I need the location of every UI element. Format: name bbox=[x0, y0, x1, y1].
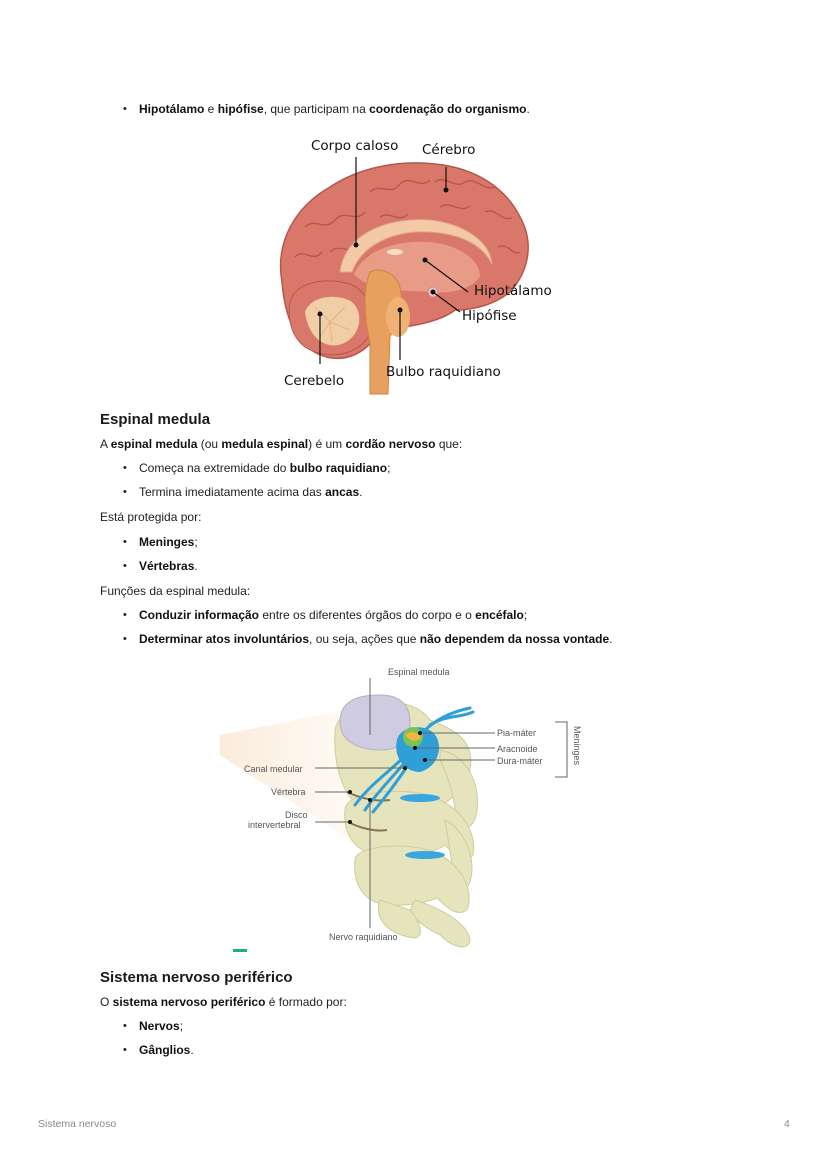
text: ; bbox=[179, 1019, 184, 1033]
text: ) é um bbox=[308, 437, 346, 451]
function-bullet-2: Determinar atos involuntários, ou seja, … bbox=[123, 631, 613, 647]
label-vertebra: Vértebra bbox=[271, 787, 306, 797]
rich-text: Conduzir informação entre os diferentes … bbox=[139, 608, 527, 622]
bold-text: encéfalo bbox=[475, 608, 524, 622]
spine-figure: Espinal medula Pia-máter Aracnoide Dura-… bbox=[215, 660, 595, 955]
snp-bullet-2: Gânglios. bbox=[123, 1042, 194, 1058]
functions-intro: Funções da espinal medula: bbox=[100, 584, 251, 598]
bold-text: sistema nervoso periférico bbox=[112, 995, 266, 1009]
rich-text: Nervos; bbox=[139, 1019, 183, 1033]
bold-text: coordenação do organismo bbox=[369, 102, 527, 116]
bold-text: Meninges bbox=[139, 535, 195, 549]
label-cerebelo: Cerebelo bbox=[284, 373, 345, 389]
label-meninges: Meninges bbox=[572, 726, 582, 766]
label-corpo-caloso: Corpo caloso bbox=[311, 138, 399, 154]
label-canal-medular: Canal medular bbox=[244, 764, 303, 774]
trait-bullet-1: Começa na extremidade do bulbo raquidian… bbox=[123, 460, 390, 476]
brain-illustration bbox=[279, 157, 529, 395]
label-cerebro: Cérebro bbox=[422, 142, 476, 158]
brain-figure: Corpo caloso Cérebro Hipotálamo Hipófise… bbox=[270, 132, 560, 397]
text: entre os diferentes órgãos do corpo e o bbox=[259, 608, 476, 622]
text: é formado por: bbox=[265, 995, 347, 1009]
label-hipotalamo: Hipotálamo bbox=[474, 283, 552, 299]
text: . bbox=[609, 632, 613, 646]
snp-bullet-1: Nervos; bbox=[123, 1018, 183, 1034]
bold-text: ancas bbox=[325, 485, 360, 499]
text: ; bbox=[387, 461, 391, 475]
label-pia-mater: Pia-máter bbox=[497, 728, 537, 738]
function-bullet-1: Conduzir informação entre os diferentes … bbox=[123, 607, 527, 623]
trait-bullet-2: Termina imediatamente acima das ancas. bbox=[123, 484, 362, 500]
espinal-medula-intro: A espinal medula (ou medula espinal) é u… bbox=[100, 436, 462, 452]
section-heading-espinal-medula: Espinal medula bbox=[100, 411, 211, 428]
text: A bbox=[100, 437, 111, 451]
protected-intro: Está protegida por: bbox=[100, 510, 202, 524]
text: . bbox=[526, 102, 530, 116]
rich-text: Hipotálamo e hipófise, que participam na… bbox=[139, 102, 530, 116]
text: . bbox=[359, 485, 363, 499]
label-hipofise: Hipófise bbox=[462, 308, 517, 324]
bold-text: hipófise bbox=[217, 102, 264, 116]
bold-text: cordão nervoso bbox=[345, 437, 436, 451]
protected-bullet-2: Vértebras. bbox=[123, 558, 198, 574]
protected-bullet-1: Meninges; bbox=[123, 534, 198, 550]
bold-text: Hipotálamo bbox=[139, 102, 205, 116]
rich-text: Começa na extremidade do bulbo raquidian… bbox=[139, 461, 390, 475]
bold-text: Vértebras bbox=[139, 559, 195, 573]
rich-text: Vértebras. bbox=[139, 559, 198, 573]
text: e bbox=[204, 102, 218, 116]
bold-text: Gânglios bbox=[139, 1043, 191, 1057]
bold-text: não dependem da nossa vontade bbox=[419, 632, 610, 646]
teal-marker bbox=[233, 949, 247, 952]
bold-text: espinal medula bbox=[110, 437, 198, 451]
text: que: bbox=[435, 437, 463, 451]
label-aracnoide: Aracnoide bbox=[497, 744, 538, 754]
bold-text: medula espinal bbox=[221, 437, 309, 451]
rich-text: Determinar atos involuntários, ou seja, … bbox=[139, 632, 613, 646]
text: O bbox=[100, 995, 113, 1009]
text: (ou bbox=[197, 437, 222, 451]
snp-intro: O sistema nervoso periférico é formado p… bbox=[100, 994, 347, 1010]
label-bulbo-raquidiano: Bulbo raquidiano bbox=[386, 364, 501, 380]
bold-text: Conduzir informação bbox=[139, 608, 260, 622]
label-nervo-raquidiano: Nervo raquidiano bbox=[329, 932, 398, 942]
label-disco-2: intervertebral bbox=[248, 820, 301, 830]
label-dura-mater: Dura-máter bbox=[497, 756, 543, 766]
rich-text: Meninges; bbox=[139, 535, 198, 549]
text: . bbox=[190, 1043, 194, 1057]
text: ; bbox=[194, 535, 198, 549]
text: , que participam na bbox=[263, 102, 370, 116]
label-espinal-medula: Espinal medula bbox=[388, 667, 450, 677]
bold-text: Nervos bbox=[139, 1019, 180, 1033]
rich-text: Termina imediatamente acima das ancas. bbox=[139, 485, 362, 499]
text: ; bbox=[523, 608, 528, 622]
spine-illustration bbox=[220, 678, 568, 952]
bold-text: Determinar atos involuntários bbox=[139, 632, 310, 646]
text: . bbox=[194, 559, 198, 573]
footer-title: Sistema nervoso bbox=[38, 1118, 117, 1130]
text: Começa na extremidade do bbox=[139, 461, 290, 475]
label-disco-1: Disco bbox=[285, 810, 308, 820]
bold-text: bulbo raquidiano bbox=[289, 461, 388, 475]
hypothalamus-bullet: Hipotálamo e hipófise, que participam na… bbox=[123, 101, 530, 117]
text: , ou seja, ações que bbox=[309, 632, 420, 646]
rich-text: Gânglios. bbox=[139, 1043, 194, 1057]
section-heading-snp: Sistema nervoso periférico bbox=[100, 969, 293, 986]
page-number: 4 bbox=[784, 1118, 790, 1130]
text: Termina imediatamente acima das bbox=[139, 485, 326, 499]
